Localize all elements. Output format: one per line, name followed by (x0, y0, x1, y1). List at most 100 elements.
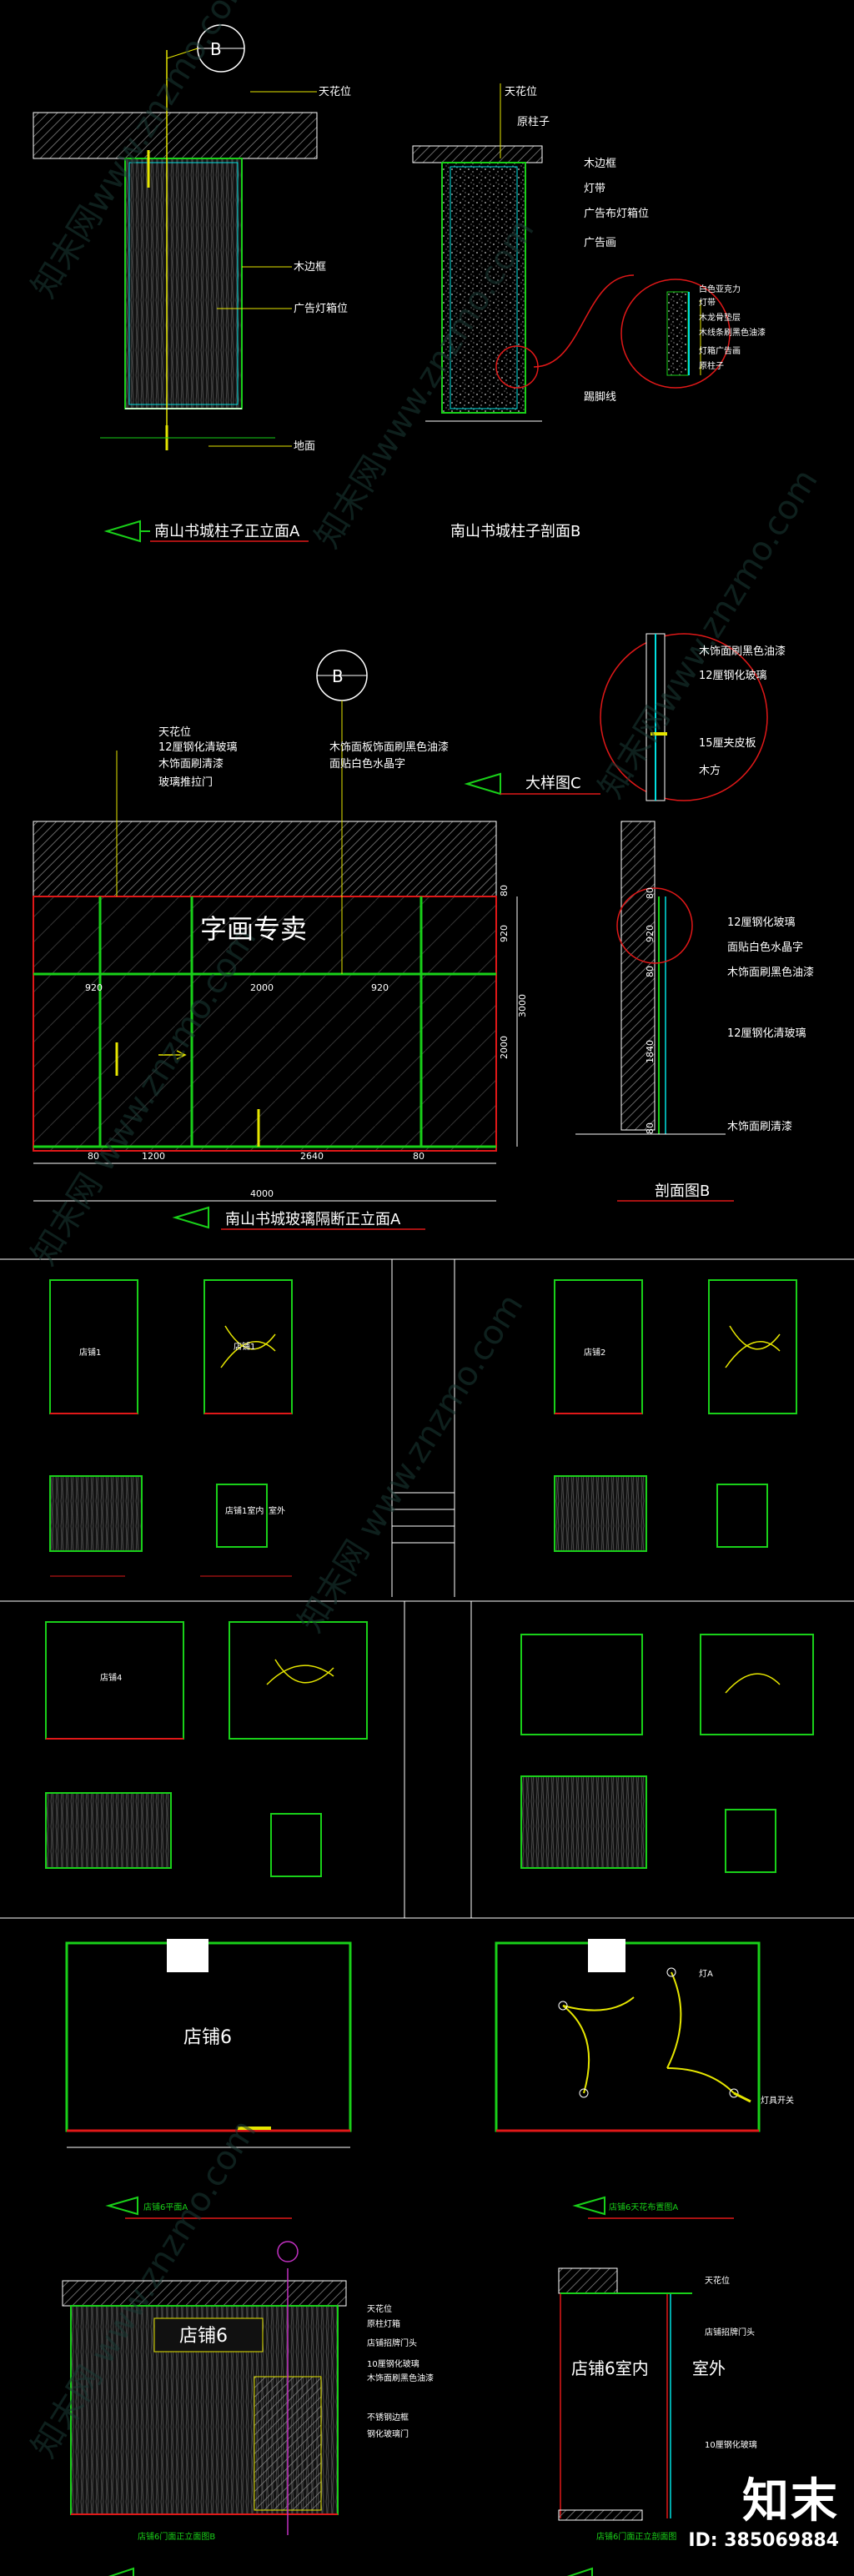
detail-label-acrylic: 白色亚克力 (699, 284, 741, 294)
column-front-elevation (33, 24, 318, 543)
section-b-dim: 80 (645, 887, 656, 899)
label-section-ceiling: 天花位 (505, 85, 537, 98)
partition-dim-top: 920 (85, 982, 103, 993)
partition-dim-right: 2000 (499, 1036, 510, 1059)
shop-sheet-row2 (45, 1601, 814, 1918)
watermark: 知末网 www.znzmo.com (24, 2113, 264, 2464)
label-section-wood-frame: 木边框 (584, 158, 616, 170)
section-b-title: 剖面图B (655, 1183, 710, 1200)
partition-label-glass: 12厘钢化清玻璃 (158, 741, 238, 754)
partition-dim-right: 920 (499, 925, 510, 942)
section-b-dim: 1840 (645, 1040, 656, 1063)
detail-c-label: 12厘钢化玻璃 (699, 670, 767, 682)
shop6-switch-label: 灯具开关 (761, 2095, 794, 2106)
shop6-side-section (558, 2267, 692, 2576)
detail-label-molding: 木线条刷黑色油漆 (699, 327, 766, 338)
column-section-drawing (412, 83, 731, 422)
section-b-dim: 80 (645, 966, 656, 977)
shop6-title: 店铺6天花布置图A (609, 2202, 678, 2212)
section-b-label: 木饰面刷清漆 (727, 1120, 792, 1133)
label-advert: 广告画 (584, 237, 616, 249)
shop6-title: 店铺6门面正立面图B (138, 2531, 215, 2542)
detail-c-title: 大样图C (525, 775, 581, 792)
column-section-title: 南山书城柱子剖面B (450, 523, 580, 540)
partition-dim-bottom: 80 (88, 1151, 99, 1162)
detail-bubble (620, 279, 731, 389)
shop6-side-note: 店铺招牌门头 (705, 2327, 755, 2337)
shop6-elev-note: 天花位 (367, 2303, 392, 2314)
shop-sheet-row1-left (49, 1259, 455, 1597)
label-skirting: 踢脚线 (584, 390, 616, 404)
brand-logo: 知末 (742, 2474, 839, 2528)
partition-dim-right: 3000 (517, 994, 528, 1017)
shop4-plan-label: 店铺4 (100, 1672, 122, 1683)
label-fabric-lightbox: 广告布灯箱位 (584, 207, 649, 220)
watermark: 知末网www.znzmo.com (591, 463, 825, 806)
shop1-ceiling-label: 店铺1 (234, 1341, 255, 1352)
partition-title: 南山书城玻璃隔断正立面A (225, 1211, 401, 1228)
column-front-title: 南山书城柱子正立面A (154, 523, 300, 540)
shop1-plan-label: 店铺1 (79, 1347, 101, 1358)
partition-label-black-veneer: 木饰面板饰面刷黑色油漆 (329, 741, 449, 754)
label-wood-frame: 木边框 (294, 261, 326, 274)
image-id: ID: 385069884 (688, 2530, 839, 2551)
section-b-label: 12厘钢化玻璃 (727, 916, 796, 929)
shop6-elev-note: 木饰面刷黑色油漆 (367, 2373, 434, 2383)
shop6-plan-label: 店铺6 (183, 2027, 232, 2048)
detail-label-strip: 灯带 (699, 298, 716, 308)
shop1-exterior-label: 室外 (269, 1505, 285, 1516)
detail-c-and-section-b (464, 633, 768, 1202)
shop2-plan-label: 店铺2 (584, 1347, 605, 1358)
label-orig-column: 原柱子 (517, 116, 550, 128)
callout-b-label: B (210, 39, 222, 59)
shop6-side-note: 10厘钢化玻璃 (705, 2439, 757, 2450)
shop6-elev-note: 不锈钢边框 (367, 2412, 409, 2423)
partition-dim-top: 2000 (250, 982, 274, 993)
shop6-facade-elevation (62, 2241, 347, 2576)
shop6-elev-note: 10厘钢化玻璃 (367, 2358, 419, 2369)
section-b-label: 木饰面刷黑色油漆 (727, 966, 814, 979)
detail-label-keel: 木龙骨垫层 (699, 312, 741, 323)
detail-c-label: 木饰面刷黑色油漆 (699, 645, 786, 658)
shop6-plan (65, 1939, 352, 2219)
label-ceiling: 天花位 (319, 85, 351, 98)
detail-label-orig-column: 原柱子 (699, 360, 724, 371)
watermark: 知末网 www.znzmo.com (291, 1288, 530, 1639)
label-floor: 地面 (294, 440, 315, 453)
section-b-label: 面贴白色水晶字 (727, 941, 803, 954)
shop6-ceiling-plan (495, 1939, 761, 2219)
shop6-elev-note: 原柱灯箱 (367, 2318, 400, 2329)
shop6-title: 店铺6门面正立剖面图 (596, 2531, 676, 2542)
glass-partition-elevation (33, 650, 518, 1230)
detail-label-lightbox-ad: 灯箱广告画 (699, 345, 741, 356)
partition-label-veneer: 木饰面刷清漆 (158, 757, 224, 771)
partition-total-width: 4000 (250, 1188, 274, 1199)
shop6-elev-note: 钢化玻璃门 (367, 2428, 409, 2439)
partition-dim-bottom: 1200 (142, 1151, 165, 1162)
shop6-exterior-label: 室外 (692, 2358, 726, 2378)
partition-label-crystal: 面贴白色水晶字 (329, 757, 405, 771)
shop6-side-note: 天花位 (705, 2275, 730, 2286)
watermark: 知末网www.znzmo.com (24, 0, 258, 304)
shop1-interior-label: 店铺1室内 (225, 1505, 264, 1516)
partition-dim-bottom: 2640 (300, 1151, 324, 1162)
partition-dim-bottom: 80 (413, 1151, 424, 1162)
partition-dim-top: 920 (371, 982, 389, 993)
section-b-dim: 920 (645, 925, 656, 942)
partition-sign-text: 字画专卖 (200, 913, 307, 945)
partition-label-ceiling: 天花位 (158, 726, 191, 739)
shop6-elevation-label: 店铺6 (179, 2326, 228, 2347)
partition-dim-right: 80 (499, 885, 510, 896)
partition-label-slide-door: 玻璃推拉门 (158, 776, 213, 789)
shop6-light-label: 灯A (699, 1969, 713, 1979)
section-b-dim: 80 (645, 1122, 656, 1134)
label-light-strip: 灯带 (584, 183, 605, 195)
detail-c-label: 木方 (699, 764, 721, 777)
label-lightbox: 广告灯箱位 (294, 302, 348, 315)
detail-c-label: 15厘夹皮板 (699, 737, 756, 750)
shop6-title: 店铺6平面A (143, 2202, 188, 2212)
watermark: 知末网www.znzmo.com (308, 213, 541, 555)
section-b-label: 12厘钢化清玻璃 (727, 1027, 806, 1040)
